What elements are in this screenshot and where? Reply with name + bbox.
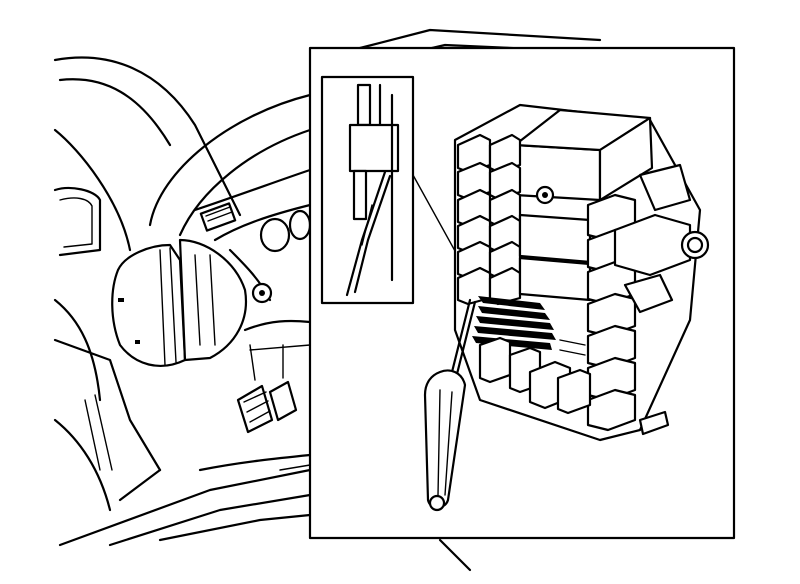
- pedal-accel: [268, 380, 298, 422]
- dash-lower-2: [249, 344, 311, 351]
- center-relay-1: [518, 213, 592, 264]
- dash-vent-slats: [205, 206, 233, 222]
- pedal-arm: [249, 344, 284, 381]
- screwdriver-end-cap: [428, 494, 446, 512]
- vehicle-scene: [53, 28, 602, 572]
- floor-mat: [198, 453, 312, 472]
- large-relay-right: [613, 213, 692, 277]
- mount-stud-hole: [542, 192, 548, 198]
- roof-top-right: [358, 28, 602, 50]
- inset-detail: [320, 75, 461, 305]
- left-fuse-column: [456, 133, 492, 306]
- sill-line-1: [58, 468, 312, 547]
- fuse-relay-center: [453, 103, 710, 442]
- inset-probe-tip: [361, 204, 373, 246]
- screwdriver-shaft-2: [453, 300, 477, 384]
- screwdriver-shaft: [448, 298, 472, 382]
- floor-line: [118, 468, 162, 502]
- gauge-1: [259, 217, 291, 253]
- door-panel-trim-2: [169, 247, 177, 363]
- body-left-lower: [53, 298, 102, 402]
- door-panel-trim: [159, 249, 166, 366]
- roof-line-inner: [58, 78, 172, 147]
- door-latch-mark: [118, 298, 124, 302]
- door-frame-inner: [178, 128, 312, 237]
- top-relay-side: [598, 116, 654, 202]
- body-left-panel-inner: [59, 197, 93, 248]
- door-frame-outer: [148, 93, 312, 227]
- windshield-base: [193, 168, 312, 212]
- dash-top: [213, 203, 312, 242]
- body-left-bottom: [53, 418, 112, 512]
- sill-line-3: [158, 513, 312, 542]
- inset-leader-line: [412, 174, 461, 261]
- housing-detail-line: [559, 339, 586, 356]
- screwdriver-handle-grip: [437, 389, 453, 496]
- gauge-2: [288, 209, 312, 241]
- side-relay-2: [623, 273, 674, 314]
- sill-line-2: [108, 493, 312, 547]
- inset-terminal-top: [356, 83, 372, 127]
- inset-terminal-bottom: [352, 169, 368, 221]
- inset-connector-body: [348, 123, 400, 173]
- body-left-lines: [84, 394, 113, 471]
- dash-lower: [243, 319, 312, 332]
- ignition-key-hole: [259, 290, 265, 296]
- lower-front: [438, 538, 472, 572]
- pedal-brake-ribs: [243, 391, 271, 423]
- inset-probe-2: [353, 174, 392, 294]
- top-relay-front: [513, 143, 602, 202]
- large-relay-knob-inner: [686, 236, 704, 254]
- roof-line: [53, 56, 242, 217]
- door-latch-mark-2: [135, 340, 140, 344]
- bottom-relay-row: [478, 336, 592, 415]
- pedal-brake: [236, 384, 274, 434]
- floor-mat-2: [279, 464, 311, 471]
- center-relay-2: [518, 256, 592, 302]
- housing-bottom-tab: [638, 410, 670, 436]
- body-left-upper: [53, 128, 132, 252]
- inset-probe-1: [345, 170, 387, 297]
- door-edge-inner: [194, 254, 216, 346]
- body-left-panel: [53, 186, 102, 257]
- body-left-sill: [53, 338, 162, 472]
- screwdriver: [423, 298, 477, 512]
- mini-fuse-array: [472, 296, 556, 350]
- side-relay: [638, 163, 692, 212]
- door-panel: [111, 243, 187, 367]
- middle-fuse-column: [488, 133, 522, 306]
